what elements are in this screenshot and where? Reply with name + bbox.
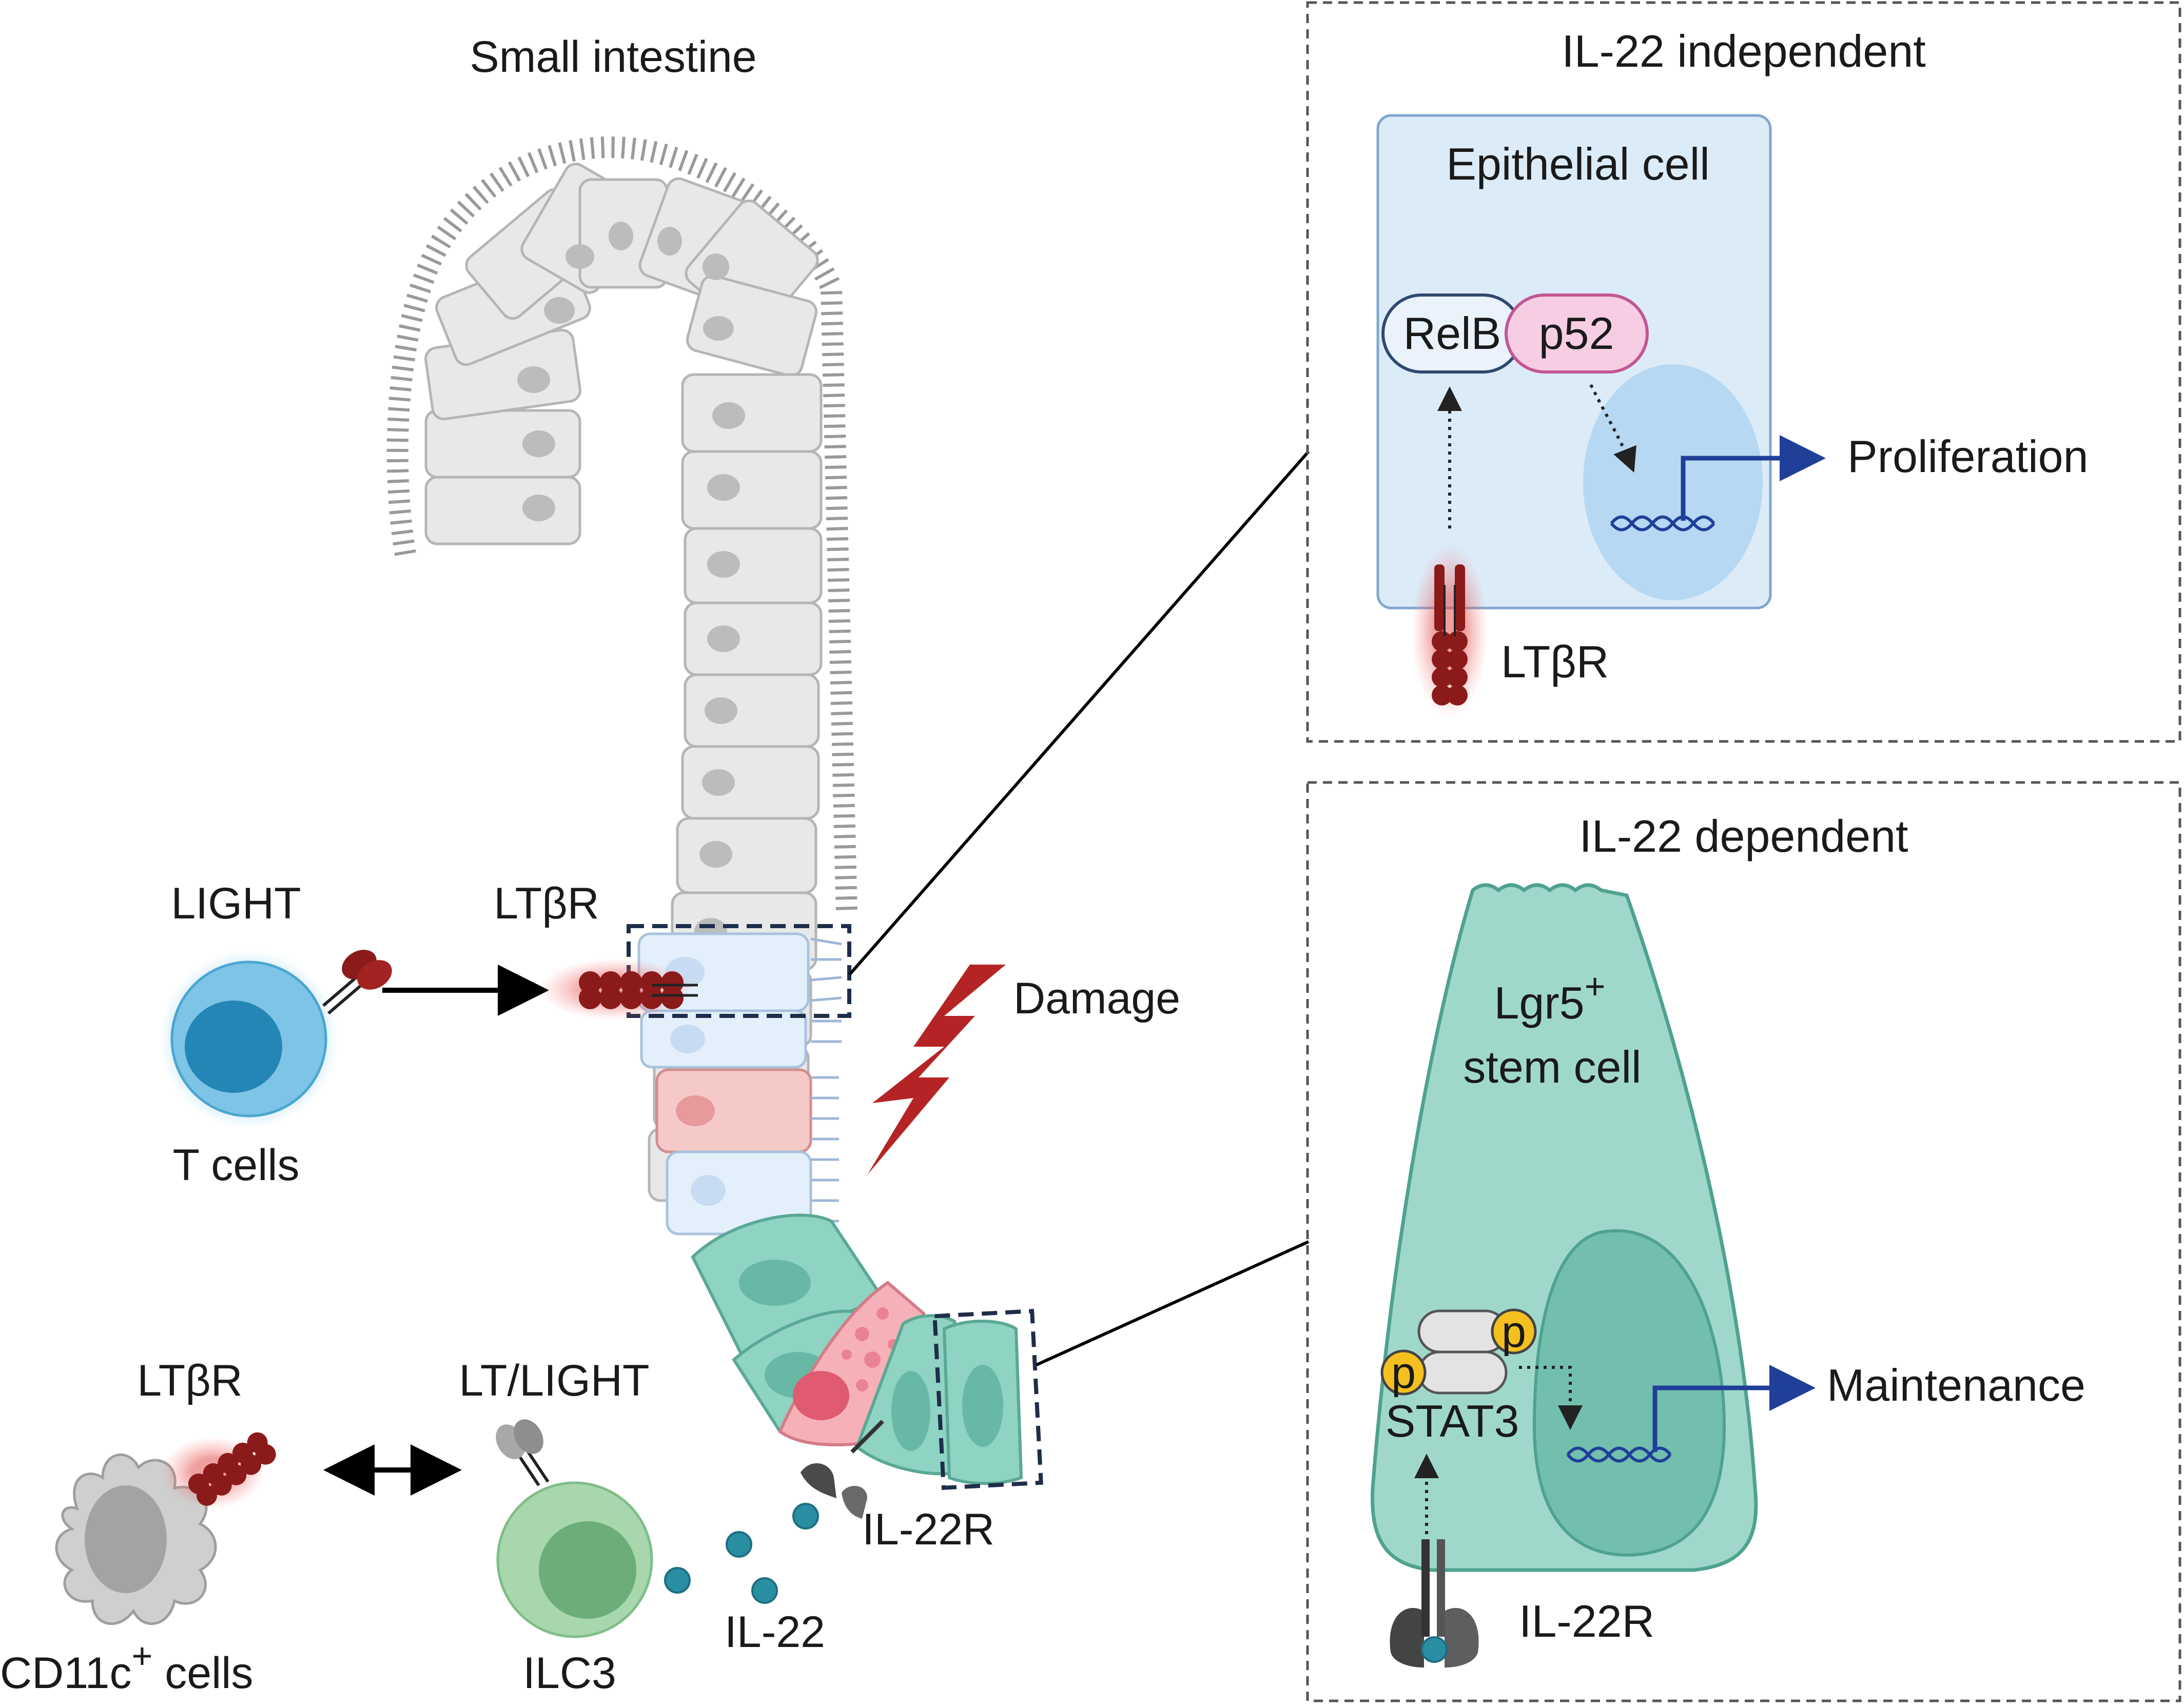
- t-cells-label: T cells: [173, 1141, 300, 1190]
- p52-label: p52: [1539, 308, 1614, 359]
- lgr5-label-main: Lgr5: [1494, 977, 1584, 1028]
- panel-bottom-border: [1306, 781, 2181, 1702]
- highlight-box-bottom: [932, 1309, 1043, 1490]
- cd11c-label-sup: +: [132, 1636, 153, 1676]
- stem-cell-label: stem cell: [1463, 1042, 1641, 1092]
- il22-molecules: [664, 1503, 819, 1604]
- phospho-bottom-icon: [1380, 1349, 1427, 1396]
- il22r-receptor-crypt: [801, 1420, 884, 1519]
- cd11c-cell: [55, 1432, 276, 1625]
- p52-pill: [1505, 293, 1649, 374]
- zoom-line-bottom: [1036, 1240, 1310, 1366]
- ltbr-receptor-panel: [1411, 544, 1488, 718]
- ilc3-cell: [496, 1419, 653, 1638]
- cd11c-cells-label: CD11c+ cells: [0, 1636, 253, 1698]
- small-intestine-label: Small intestine: [470, 32, 756, 82]
- dna-top-icon: [1610, 515, 1715, 532]
- il22r-crypt-label: IL-22R: [862, 1505, 995, 1554]
- il22-label: IL-22: [725, 1607, 825, 1657]
- nuclei-gray: [517, 222, 734, 521]
- crypt-cells: [691, 1213, 1023, 1485]
- ltbr-villus-label: LTβR: [494, 879, 599, 928]
- nucleus-top: [1583, 364, 1763, 600]
- phospho-top-icon: [1491, 1308, 1537, 1355]
- cd11c-label-suffix: cells: [152, 1649, 253, 1698]
- lt-light-label: LT/LIGHT: [459, 1356, 649, 1405]
- zoom-line-top: [848, 450, 1310, 976]
- damage-bolt-icon: [867, 965, 1006, 1175]
- stem-cell-nucleus: [1532, 1229, 1726, 1557]
- phospho-bottom-label: p: [1391, 1348, 1416, 1398]
- damage-label: Damage: [1013, 974, 1180, 1023]
- transcription-arrow-bottom: [1652, 1365, 1816, 1452]
- lgr5-label: Lgr5+: [1494, 966, 1605, 1028]
- cd11c-label-main: CD11c: [0, 1649, 132, 1698]
- ltbr-panel-label: LTβR: [1501, 636, 1609, 687]
- stat3-label: STAT3: [1386, 1396, 1519, 1446]
- panel-bottom-title: IL-22 dependent: [1579, 811, 1908, 861]
- ltbr-cd11c-label: LTβR: [137, 1356, 243, 1405]
- lgr5-label-sup: +: [1585, 966, 1606, 1006]
- stat3-dimer: [1417, 1309, 1508, 1395]
- t-cell: [159, 949, 392, 1129]
- panel-top-border: [1306, 1, 2181, 743]
- ltbr-receptor-villus: [539, 958, 698, 1020]
- villus: [386, 136, 1043, 1490]
- transcription-arrow-top: [1681, 435, 1826, 521]
- stat3-to-dna-arrow: [1519, 1366, 1583, 1430]
- ilc3-label: ILC3: [523, 1649, 616, 1698]
- epithelial-cell-title: Epithelial cell: [1446, 139, 1710, 189]
- phospho-top-label: p: [1502, 1307, 1526, 1357]
- proliferation-label: Proliferation: [1847, 431, 2089, 482]
- panel-il22-independent: IL-22 independent Epithelial cell RelB p…: [1306, 1, 2181, 743]
- il22r-receptor-panel: [1390, 1539, 1479, 1668]
- dna-bottom-icon: [1566, 1446, 1672, 1463]
- epithelial-column-left: [424, 163, 819, 545]
- il22r-panel-label: IL-22R: [1519, 1596, 1654, 1646]
- panel-il22-dependent: IL-22 dependent Lgr5+ stem cell p p STAT…: [1306, 781, 2181, 1702]
- relb-label: RelB: [1403, 308, 1502, 359]
- panel-top-title: IL-22 independent: [1562, 26, 1926, 76]
- maintenance-label: Maintenance: [1827, 1360, 2085, 1410]
- light-label: LIGHT: [171, 879, 301, 928]
